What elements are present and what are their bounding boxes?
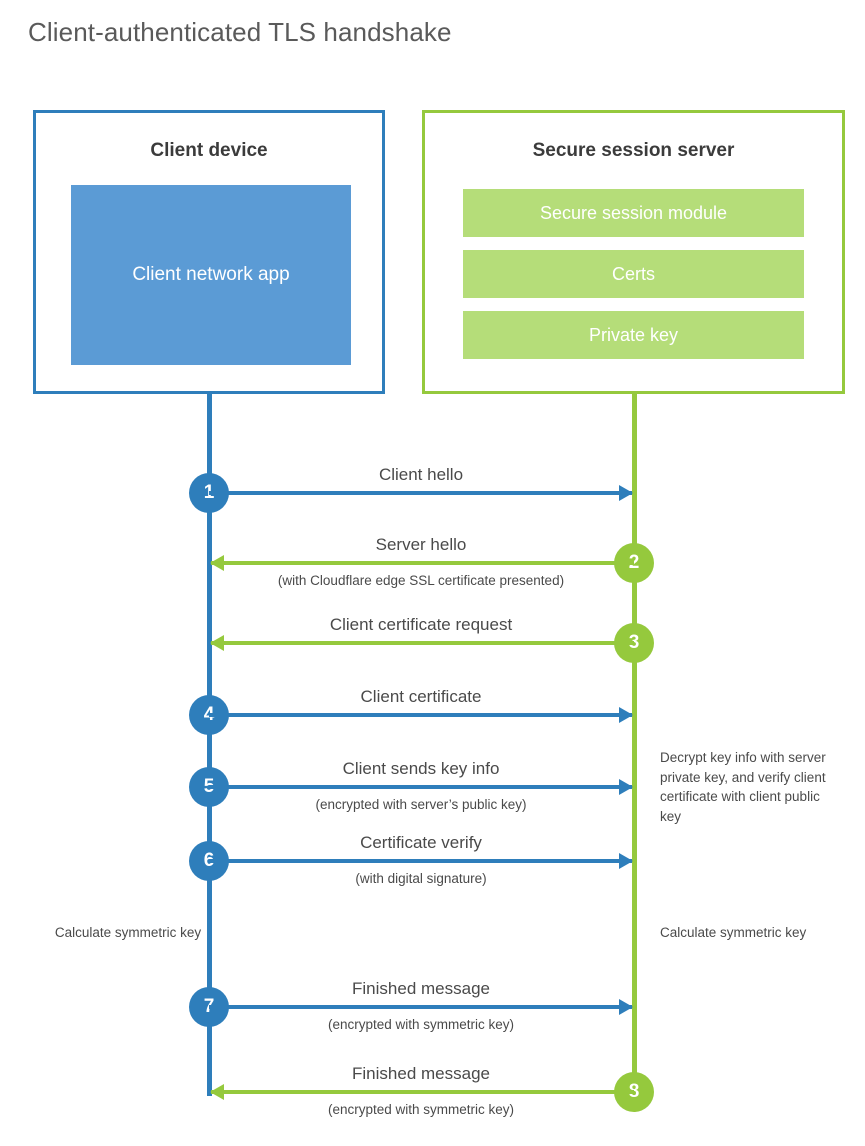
- server-lifeline: [632, 394, 637, 1092]
- server-decrypt-note: Decrypt key info with server private key…: [660, 750, 826, 824]
- step-arrow-6: [209, 853, 633, 869]
- secure-session-server-title: Secure session server: [532, 140, 735, 161]
- step-sublabel-7: (encrypted with symmetric key): [327, 1017, 515, 1032]
- step-label-2: Server hello: [375, 535, 467, 554]
- arrow-head-icon: [619, 779, 633, 795]
- step-label-4: Client certificate: [360, 687, 482, 706]
- step-label-7: Finished message: [352, 979, 490, 998]
- server-calculate-symmetric-key-note: Calculate symmetric key: [660, 925, 807, 940]
- step-label-1: Client hello: [378, 465, 464, 484]
- step-sublabel-5: (encrypted with server’s public key): [315, 797, 527, 812]
- arrow-head-icon: [210, 1084, 224, 1100]
- server-component-certs: Certs: [463, 250, 804, 298]
- arrow-head-icon: [619, 485, 633, 501]
- client-device-box: Client device Client network app: [33, 110, 385, 394]
- page-title: Client-authenticated TLS handshake: [28, 17, 452, 47]
- step-arrow-1: [209, 485, 633, 501]
- step-arrow-2: [210, 555, 634, 571]
- arrow-head-icon: [210, 635, 224, 651]
- step-label-8: Finished message: [352, 1064, 490, 1083]
- step-arrow-4: [209, 707, 633, 723]
- server-component-secure-session-module: Secure session module: [463, 189, 804, 237]
- step-sublabel-6: (with digital signature): [355, 871, 487, 886]
- client-device-title: Client device: [150, 140, 268, 161]
- server-component-list: Secure session module Certs Private key: [463, 189, 804, 372]
- step-label-6: Certificate verify: [360, 833, 482, 852]
- step-sublabel-2: (with Cloudflare edge SSL certificate pr…: [277, 573, 565, 588]
- secure-session-server-box: Secure session server Secure session mod…: [422, 110, 845, 394]
- step-arrow-5: [209, 779, 633, 795]
- step-label-3: Client certificate request: [329, 615, 513, 634]
- arrow-head-icon: [619, 707, 633, 723]
- arrow-head-icon: [210, 555, 224, 571]
- client-network-app-block: Client network app: [71, 185, 351, 365]
- arrow-head-icon: [619, 999, 633, 1015]
- server-component-private-key: Private key: [463, 311, 804, 359]
- arrow-head-icon: [619, 853, 633, 869]
- step-arrow-3: [210, 635, 634, 651]
- step-label-5: Client sends key info: [342, 759, 500, 778]
- step-sublabel-8: (encrypted with symmetric key): [327, 1102, 515, 1117]
- step-arrow-8: [210, 1084, 634, 1100]
- step-arrow-7: [209, 999, 633, 1015]
- client-calculate-symmetric-key-note: Calculate symmetric key: [54, 925, 202, 940]
- client-lifeline: [207, 394, 212, 1096]
